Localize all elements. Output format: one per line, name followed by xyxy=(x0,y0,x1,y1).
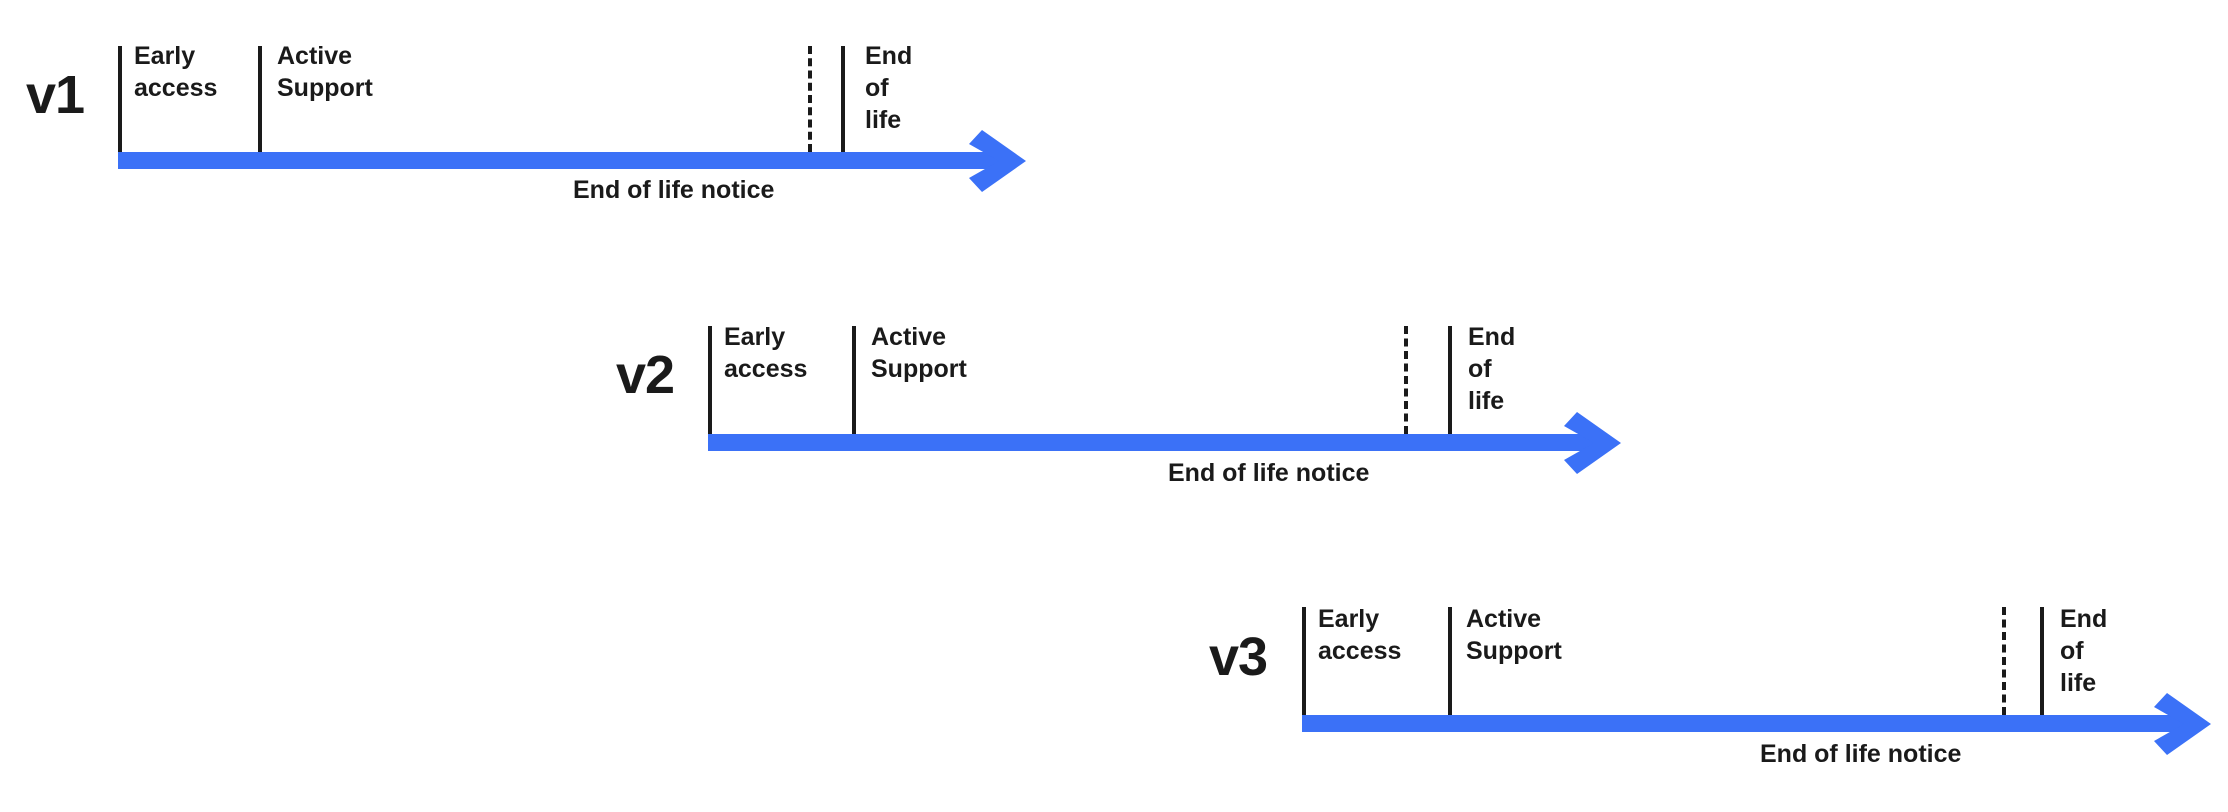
support-timeline-bar xyxy=(708,434,1599,451)
arrow-right-chevron-icon xyxy=(969,129,1026,192)
phase-label: End of life xyxy=(1468,323,1516,415)
phase-label: End of life xyxy=(865,42,913,134)
support-timeline-bar xyxy=(118,152,1004,169)
arrow-right-chevron-icon xyxy=(1564,411,1621,474)
phase-label: Early access xyxy=(724,323,808,383)
phase-divider xyxy=(258,46,262,152)
end-of-life-notice-marker xyxy=(1404,326,1408,434)
phase-label: Early access xyxy=(134,42,218,102)
version-label-v2: v2 xyxy=(616,345,675,405)
phase-divider xyxy=(852,326,856,434)
phase-divider xyxy=(118,46,122,152)
phase-divider xyxy=(1448,607,1452,715)
support-timeline-bar xyxy=(1302,715,2189,732)
version-label-v3: v3 xyxy=(1209,627,1268,687)
phase-divider xyxy=(1448,326,1452,434)
phase-divider xyxy=(1302,607,1306,715)
phase-label: Active Support xyxy=(871,323,967,383)
end-of-life-notice-marker xyxy=(2002,607,2006,715)
phase-label: Early access xyxy=(1318,605,1402,665)
arrow-right-chevron-icon xyxy=(2154,692,2211,755)
phase-label: End of life xyxy=(2060,605,2108,697)
phase-divider xyxy=(708,326,712,434)
end-of-life-notice-caption: End of life notice xyxy=(1168,459,1370,487)
phase-label: Active Support xyxy=(1466,605,1562,665)
end-of-life-notice-marker xyxy=(808,46,812,152)
phase-label: Active Support xyxy=(277,42,373,102)
version-label-v1: v1 xyxy=(26,65,85,125)
end-of-life-notice-caption: End of life notice xyxy=(573,176,775,204)
phase-divider xyxy=(841,46,845,152)
phase-divider xyxy=(2040,607,2044,715)
end-of-life-notice-caption: End of life notice xyxy=(1760,740,1962,768)
